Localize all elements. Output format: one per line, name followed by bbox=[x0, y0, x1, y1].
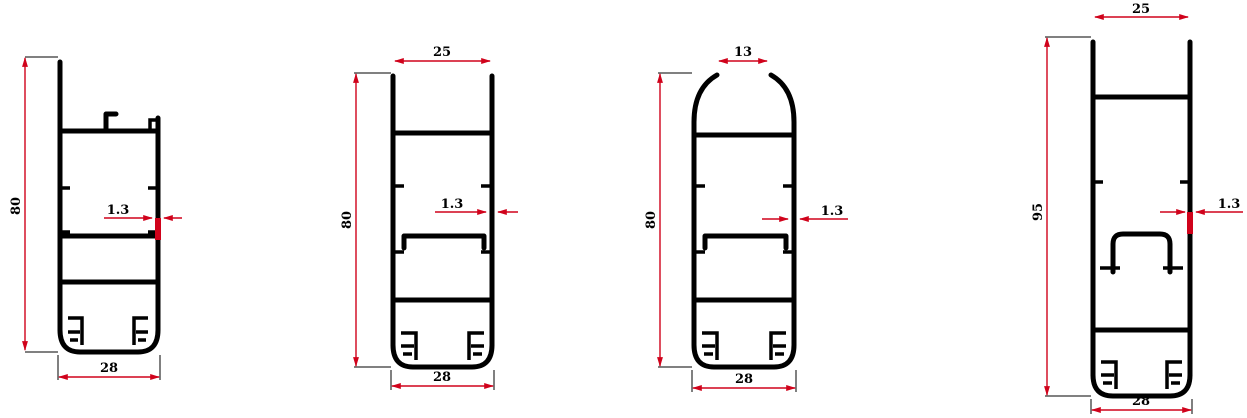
profile-2-wall-label: 1.3 bbox=[441, 197, 464, 212]
profile-3-width-label: 28 bbox=[735, 372, 753, 387]
profile-3-top-dimension: 13 bbox=[718, 45, 768, 64]
profile-1-section bbox=[57, 59, 161, 355]
profile-2-wall-dimension: 1.3 bbox=[435, 197, 518, 215]
profile-3-height-label: 80 bbox=[644, 211, 659, 229]
profile-1-height-dimension: 80 bbox=[9, 56, 58, 353]
profile-3-section bbox=[691, 72, 797, 370]
profile-3-height-dimension: 80 bbox=[644, 72, 692, 368]
profile-3: 80 13 28 1.3 bbox=[644, 45, 848, 392]
profile-4-width-label: 28 bbox=[1132, 394, 1150, 409]
profile-1-width-dimension: 28 bbox=[57, 355, 161, 380]
profile-4-wall-dimension: 1.3 bbox=[1160, 197, 1243, 215]
profile-4-height-label: 95 bbox=[1031, 203, 1046, 221]
profile-3-top-label: 13 bbox=[734, 45, 752, 60]
profile-4-top-label: 25 bbox=[1132, 2, 1150, 17]
profile-4: 95 25 28 1.3 bbox=[1031, 2, 1243, 414]
profile-4-top-dimension: 25 bbox=[1094, 2, 1189, 20]
profile-4-wall-label: 1.3 bbox=[1218, 197, 1241, 212]
profile-1: 80 28 1.3 bbox=[9, 56, 182, 380]
profile-2-height-dimension: 80 bbox=[340, 72, 391, 368]
profile-2-top-label: 25 bbox=[433, 45, 451, 60]
profile-4-height-dimension: 95 bbox=[1031, 36, 1091, 397]
profile-4-width-dimension: 28 bbox=[1090, 394, 1193, 414]
profile-1-wall-dimension: 1.3 bbox=[104, 203, 182, 221]
profile-2-top-dimension: 25 bbox=[394, 45, 491, 64]
profile-3-wall-dimension: 1.3 bbox=[762, 204, 848, 222]
profile-1-height-label: 80 bbox=[9, 197, 24, 215]
profile-2-width-label: 28 bbox=[433, 370, 451, 385]
profile-1-width-label: 28 bbox=[100, 361, 118, 376]
profile-2-height-label: 80 bbox=[340, 211, 355, 229]
profile-2: 80 25 28 1.3 bbox=[340, 45, 518, 390]
profile-3-width-dimension: 28 bbox=[691, 370, 797, 392]
profile-1-wall-label: 1.3 bbox=[107, 203, 130, 218]
profile-2-section bbox=[390, 73, 495, 370]
profile-3-wall-label: 1.3 bbox=[821, 204, 844, 219]
profile-4-section bbox=[1090, 39, 1193, 399]
profile-2-width-dimension: 28 bbox=[390, 370, 495, 390]
